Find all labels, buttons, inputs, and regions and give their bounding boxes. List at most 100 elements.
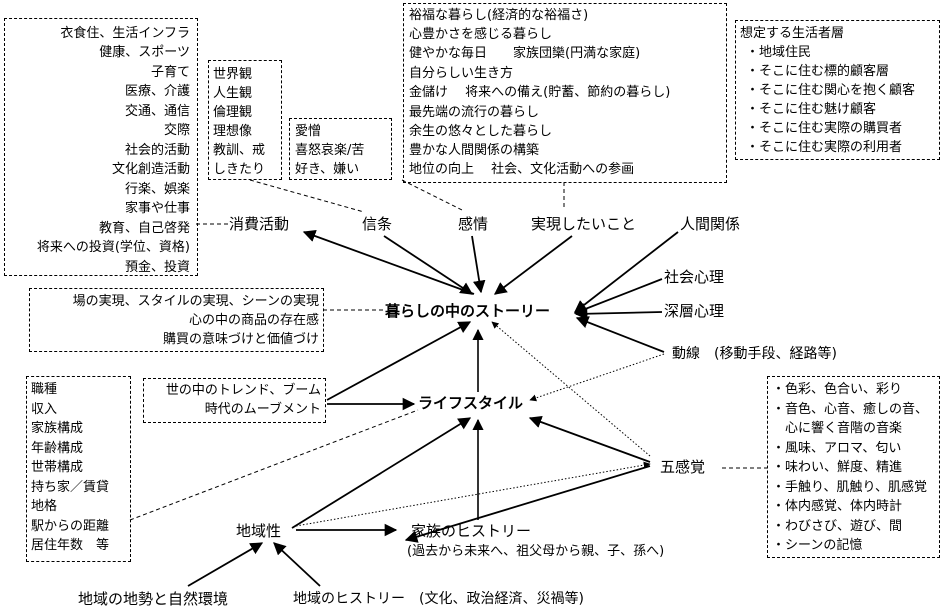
goal-line: 心豊かさを感じる暮らし: [409, 27, 553, 42]
link-emotion-box: [401, 179, 463, 211]
target-line: 想定する生活者層: [740, 26, 845, 41]
node-five-senses: 五感覚: [660, 458, 706, 476]
edge-terrain-region: [187, 542, 264, 587]
node-movement: 動線 (移動手段、経路等): [672, 346, 837, 362]
target-line: ・そこに住む実際の利用者: [746, 140, 903, 155]
trend-box: [143, 378, 326, 423]
attribute-line: 収入: [31, 402, 58, 417]
activity-line: 健康、スポーツ: [99, 45, 190, 60]
sense-line: ・味わい、鮮度、精進: [772, 460, 903, 475]
target-line: ・そこに住む関心を抱く顧客: [746, 83, 916, 98]
edge-senses-family: [404, 465, 651, 543]
emotion-line: 愛憎: [295, 124, 322, 139]
node-social-psych: 社会心理: [664, 268, 725, 286]
node-family-history: 家族のヒストリー: [411, 522, 532, 540]
goal-line: 金儲け 将来への備え(貯蓄、節約の暮らし): [409, 85, 671, 100]
attribute-line: 居住年数 等: [31, 538, 110, 553]
goal-line: 豊かな人間関係の構築: [409, 143, 540, 158]
link-attributes-lifestyle: [129, 409, 419, 521]
trend-line: 時代のムーブメント: [204, 402, 321, 417]
activity-line: 社会的活動: [124, 143, 190, 158]
target-line: ・そこに住む標的顧客層: [746, 64, 890, 79]
values-line: 人生観: [213, 86, 253, 101]
edge-trend-story: [326, 321, 472, 401]
attribute-line: 職種: [31, 382, 58, 397]
values-line: 倫理観: [213, 105, 253, 120]
sense-line: ・色彩、色合い、彩り: [772, 382, 903, 397]
edge-emotion-story: [471, 235, 486, 294]
target-box: [735, 20, 940, 160]
activity-line: 文化創造活動: [111, 162, 190, 177]
goal-line: 健やかな毎日 家族団欒(円満な家庭): [409, 46, 641, 61]
sense-line: ・手触り、肌触り、肌感覚: [772, 480, 927, 495]
sense-line: ・音色、心音、癒しの音、: [772, 402, 929, 417]
edge-socialpsych-story: [573, 278, 663, 315]
target-line: ・そこに住む実際の購買者: [746, 121, 903, 136]
sense-line: ・風味、アロマ、匂い: [772, 441, 902, 456]
activity-line: 教育、自己啓発: [98, 221, 190, 236]
node-belief: 信条: [362, 215, 393, 233]
edge-belief-story: [383, 235, 474, 295]
activities-box: [4, 18, 198, 276]
edge-wish-story: [493, 235, 573, 295]
values-line: 世界観: [213, 67, 253, 82]
node-family-history-sub: (過去から未来へ、祖父母から親、子、孫へ): [407, 544, 665, 559]
sense-line: ・シーンの記憶: [772, 538, 863, 553]
sense-line: ・体内感覚、体内時計: [772, 499, 903, 514]
activity-line: 医療、介護: [124, 84, 190, 99]
values-line: 教訓、戒: [213, 143, 266, 158]
activity-line: 衣食住、生活インフラ: [60, 26, 190, 41]
activity-line: 預金、投資: [124, 260, 190, 275]
edge-senses-lifestyle: [528, 415, 651, 463]
goal-line: 余生の悠々とした暮らし: [409, 124, 553, 139]
attribute-line: 駅からの距離: [31, 519, 110, 534]
edge-region-lifestyle: [291, 417, 472, 529]
values-line: 理想像: [213, 124, 253, 139]
attributes-box: [26, 376, 131, 562]
attribute-line: 世帯構成: [31, 460, 84, 475]
scene-box: [29, 288, 324, 352]
emotion-box: [289, 118, 392, 180]
edge-movement-lifestyle: [529, 353, 665, 402]
emotion-line: 喜怒哀楽/苦: [295, 143, 365, 158]
edge-relations-story: [574, 231, 679, 313]
values-line: しきたり: [213, 162, 266, 177]
activity-line: 交際: [163, 123, 190, 138]
node-deep-psych: 深層心理: [664, 302, 725, 320]
scene-line: 購買の意味づけと価値づけ: [162, 332, 319, 347]
sense-line: 心に響く音階の音楽: [772, 421, 903, 436]
values-box: [208, 60, 282, 180]
activity-line: 交通、通信: [124, 104, 190, 119]
attribute-line: 家族構成: [31, 421, 84, 436]
attribute-line: 年齢構成: [31, 441, 84, 456]
activity-line: 将来への投資(学位、資格): [36, 240, 190, 255]
node-consumption: 消費活動: [229, 215, 290, 233]
node-relations: 人間関係: [680, 215, 741, 233]
node-region-history: 地域のヒストリー (文化、政治経済、災禍等): [293, 591, 584, 607]
activity-line: 家事や仕事: [124, 201, 190, 216]
edge-history-region: [273, 542, 321, 587]
link-values-belief: [249, 179, 365, 213]
scene-line: 心の中の商品の存在感: [188, 313, 319, 328]
edge-deeppsych-story: [574, 307, 663, 321]
goal-line: 自分らしい生き方: [409, 66, 514, 81]
target-line: ・そこに住む魅け顧客: [746, 102, 877, 117]
goal-line: 最先端の流行の暮らし: [409, 105, 540, 120]
sense-line: ・わびさび、遊び、間: [772, 519, 903, 534]
scene-line: 場の実現、スタイルの実現、シーンの実現: [72, 294, 319, 309]
goals-box: [403, 3, 727, 183]
attribute-line: 地格: [31, 499, 58, 514]
node-region: 地域性: [236, 522, 282, 540]
attribute-line: 持ち家／賃貸: [31, 480, 110, 495]
node-story: 暮らしの中のストーリー: [385, 302, 551, 320]
edge-senses-story: [491, 321, 651, 457]
emotion-line: 好き、嫌い: [295, 162, 360, 177]
node-region-terrain: 地域の地勢と自然環境: [78, 590, 229, 608]
trend-line: 世の中のトレンド、ブーム: [165, 383, 321, 398]
goal-line: 地位の向上 社会、文化活動への参画: [409, 162, 635, 177]
edge-consumption-story: [302, 229, 475, 295]
activity-line: 行楽、娯楽: [124, 182, 190, 197]
node-wish: 実現したいこと: [531, 215, 637, 233]
